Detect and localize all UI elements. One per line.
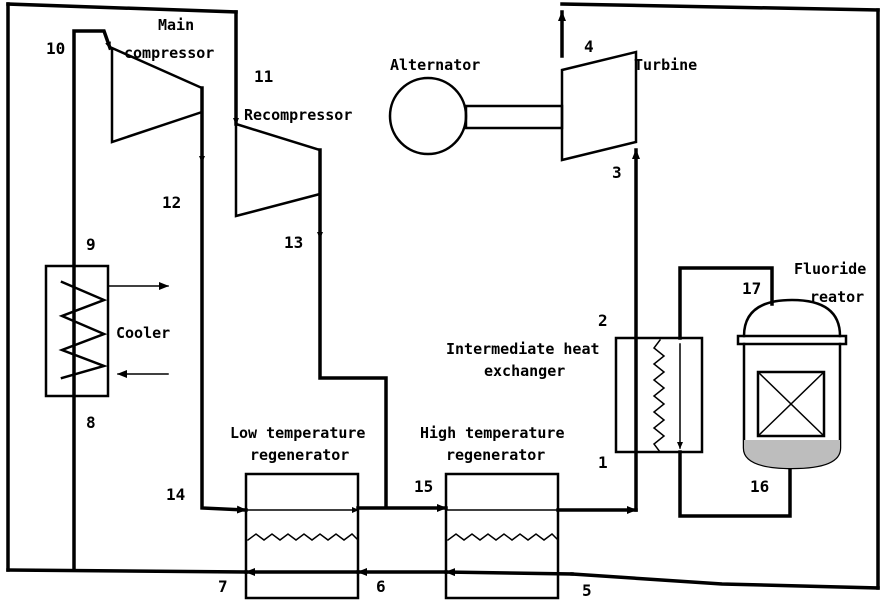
state-9: 9 (86, 235, 96, 254)
ltr-zigzag (246, 533, 360, 542)
ihx-label-1: Intermediate heat (446, 340, 600, 358)
alternator-shape (388, 76, 468, 156)
htr-label-2: regenerator (446, 446, 545, 464)
shaft (464, 104, 564, 130)
state-14: 14 (166, 485, 185, 504)
pipe-13 (318, 148, 388, 508)
pipe-7b (6, 568, 248, 574)
state-2: 2 (598, 311, 608, 330)
fluoride-reactor-label-1: Fluoride (794, 260, 866, 278)
reactor-core (756, 370, 826, 438)
state-11: 11 (254, 67, 273, 86)
ltr-label-2: regenerator (250, 446, 349, 464)
htr-zigzag (446, 533, 560, 542)
main-compressor-label-2: compressor (124, 44, 214, 62)
reactor-flange (736, 334, 848, 346)
htr-shape (444, 472, 560, 600)
htr-label-1: High temperature (420, 424, 565, 442)
state-13: 13 (284, 233, 303, 252)
pipe-reactor-return (678, 450, 792, 518)
state-4: 4 (584, 37, 594, 56)
cooler-coil (58, 280, 108, 380)
main-compressor-shape (110, 46, 204, 144)
state-5: 5 (582, 581, 592, 600)
pipe-top-right (560, 2, 880, 12)
cooler-label: Cooler (116, 324, 170, 342)
pipe-6 (444, 568, 574, 577)
turbine-shape (560, 50, 638, 162)
state-12: 12 (162, 193, 181, 212)
cooler-shape (44, 264, 110, 398)
ihx-shape (614, 336, 704, 454)
state-16: 16 (750, 477, 769, 496)
recompressor-shape (234, 122, 322, 218)
fluoride-reactor-label-2: reator (810, 288, 864, 306)
state-17: 17 (742, 279, 761, 298)
ihx-coil (652, 338, 666, 454)
reactor-bottom-fill (744, 440, 840, 468)
main-compressor-label-1: Main (158, 16, 194, 34)
state-7: 7 (218, 577, 228, 596)
state-15: 15 (414, 477, 433, 496)
turbine-label: Turbine (634, 56, 697, 74)
pipe-10 (72, 29, 113, 572)
state-6: 6 (376, 577, 386, 596)
reactor-dome (742, 298, 842, 338)
ihx-label-2: exchanger (484, 362, 565, 380)
recompressor-label: Recompressor (244, 106, 352, 124)
ltr-shape (244, 472, 360, 600)
state-1: 1 (598, 453, 608, 472)
alternator-label: Alternator (390, 56, 480, 74)
state-8: 8 (86, 413, 96, 432)
state-10: 10 (46, 39, 65, 58)
pipe-reactor-loop (678, 266, 774, 340)
state-3: 3 (612, 163, 622, 182)
pipe-bottom-return (570, 572, 880, 590)
pipe-12 (200, 86, 248, 514)
core-cross-b (756, 370, 826, 438)
ltr-label-1: Low temperature (230, 424, 365, 442)
pipe-left-top (6, 2, 238, 14)
